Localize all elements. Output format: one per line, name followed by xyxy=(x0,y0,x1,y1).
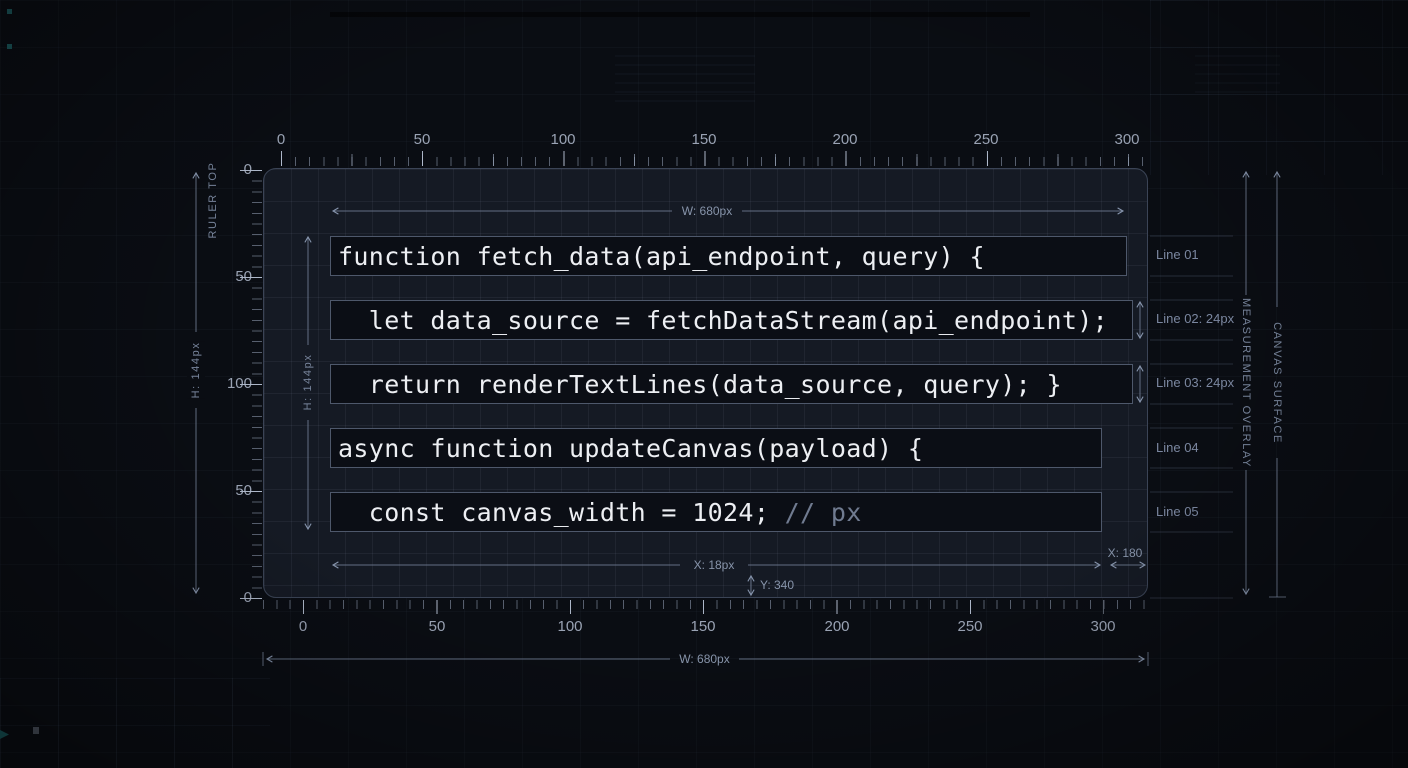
code-text: function fetch_data(api_endpoint, query)… xyxy=(338,241,985,271)
ruler-tick-label: 100 xyxy=(557,618,583,635)
code-line-2[interactable]: let data_source = fetchDataStream(api_en… xyxy=(330,300,1133,340)
ruler-tick-label: 0 xyxy=(276,131,286,148)
width-bottom-label: W: 680px xyxy=(679,652,730,666)
ruler-tick-label: 200 xyxy=(824,618,850,635)
ruler-ticks-major xyxy=(303,600,1104,614)
ruler-tick-label: 250 xyxy=(973,131,999,148)
ruler-tick-label: 300 xyxy=(1114,131,1140,148)
x-right-label: X: 180 xyxy=(1107,546,1143,560)
code-line-5[interactable]: const canvas_width = 1024; // px xyxy=(330,492,1102,532)
ruler-top-label: RULER TOP xyxy=(207,161,219,239)
decor-square xyxy=(7,9,12,14)
background-noise-block xyxy=(1195,55,1280,100)
width-top-label: W: 680px xyxy=(681,204,733,218)
ruler-ticks-major xyxy=(240,170,262,599)
background-grid-patch-bottomleft xyxy=(0,678,270,768)
code-line-4[interactable]: async function updateCanvas(payload) { xyxy=(330,428,1102,468)
code-line-3[interactable]: return renderTextLines(data_source, quer… xyxy=(330,364,1133,404)
ruler-tick-label: 300 xyxy=(1090,618,1116,635)
code-line-1[interactable]: function fetch_data(api_endpoint, query)… xyxy=(330,236,1127,276)
code-text: return renderTextLines(data_source, quer… xyxy=(338,369,1062,399)
ruler-tick-label: 0 xyxy=(214,161,252,179)
ruler-tick-label: 250 xyxy=(957,618,983,635)
line-label-5: Line 05 xyxy=(1156,504,1199,519)
height-inner-label: H: 144px xyxy=(302,353,314,411)
background-glitch-bar xyxy=(330,12,1030,17)
y-offset-label: Y: 340 xyxy=(760,578,795,592)
line-label-1: Line 01 xyxy=(1156,247,1199,262)
decor-square xyxy=(7,44,12,49)
x-offset-label: X: 18px xyxy=(693,558,735,572)
ruler-tick-label: 150 xyxy=(691,131,717,148)
measurement-overlay-label: MEASUREMENT OVERLAY xyxy=(1240,298,1252,468)
line-guide-extensions xyxy=(1150,235,1233,599)
decor-cursor-glyph xyxy=(0,730,9,739)
decor-dot xyxy=(33,727,39,734)
height-outer-label: H: 144px xyxy=(187,341,205,399)
code-text: const canvas_width = 1024; xyxy=(338,497,785,527)
ruler-tick-label: 50 xyxy=(413,131,431,148)
ruler-tick-label: 100 xyxy=(550,131,576,148)
background-grid-patch-topright xyxy=(1150,0,1408,175)
canvas-surface-line xyxy=(1269,170,1286,598)
line-label-4: Line 04 xyxy=(1156,440,1199,455)
background-noise-block xyxy=(615,55,755,105)
code-text: async function updateCanvas(payload) { xyxy=(338,433,924,463)
code-text: let data_source = fetchDataStream(api_en… xyxy=(338,305,1109,335)
canvas-surface-label: CANVAS SURFACE xyxy=(1271,322,1283,444)
ruler-ticks-major xyxy=(281,151,1128,166)
line-label-3: Line 03: 24px xyxy=(1156,375,1235,390)
width-arrow-bottom xyxy=(262,652,1149,666)
ruler-tick-label: 200 xyxy=(832,131,858,148)
line-label-2: Line 02: 24px xyxy=(1156,311,1235,326)
ruler-tick-label: 0 xyxy=(298,618,308,635)
ruler-tick-label: 150 xyxy=(690,618,716,635)
code-comment: // px xyxy=(784,497,862,527)
ruler-tick-label: 50 xyxy=(428,618,446,635)
